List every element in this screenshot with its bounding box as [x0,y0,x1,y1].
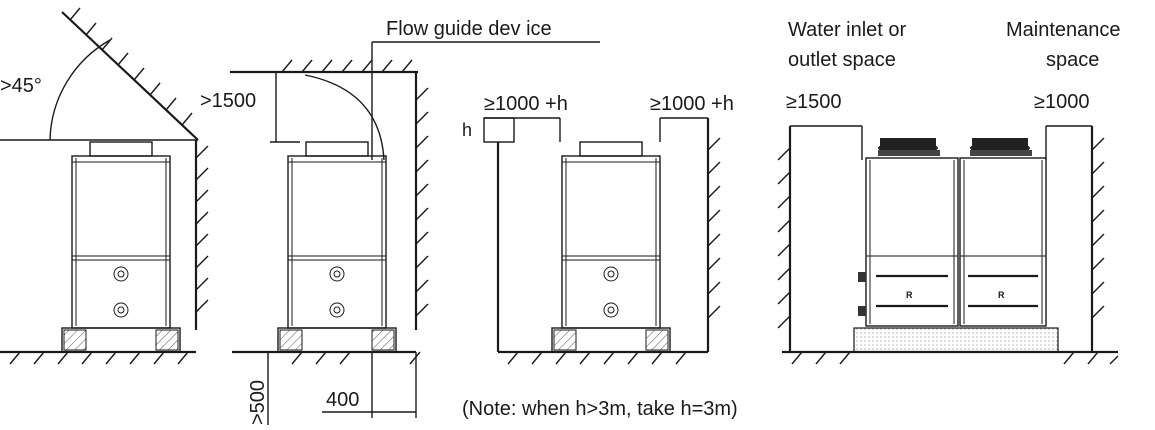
flow-guide-curve [304,74,385,161]
ground-2-hatching [291,351,421,365]
modular-base [853,327,1059,353]
heat-pump-unit-3 [561,141,661,329]
ground-1-hatching [9,351,189,365]
panel-sloped-roof: >45° [0,7,209,365]
modular-left-wall-hatching [777,147,791,329]
modular-unit-b: R [959,138,1047,327]
angle-arc [49,39,111,141]
modular-unit-a: R [858,138,959,327]
heat-pump-unit-2 [287,141,387,329]
base-2-block-right [371,329,395,351]
ground-4-hatching [791,351,1119,365]
clearance-left-label: ≥1000 +h [484,93,568,115]
ceiling-2-hatching [281,59,413,73]
bottom-clearance-label: >500 [247,380,269,425]
h-box [483,117,515,143]
water-inlet-label-line2: outlet space [788,49,896,71]
flow-guide-label: Flow guide dev ice [386,18,552,40]
modular-right-wall-hatching [1091,137,1105,319]
maintenance-label-line1: Maintenance [1006,19,1121,41]
clearance-1000-label: ≥1000 [1034,91,1089,113]
base-3-block-right [645,329,669,351]
unit-b-logo: R [998,290,1005,300]
panel-pit: h [462,93,734,365]
note-text: (Note: when h>3m, take h=3m) [462,398,738,420]
base-3-block-left [553,329,577,351]
panel-modular: Water inlet or outlet space Maintenance … [777,19,1121,365]
angle-label: >45° [0,75,42,97]
base-1-block-left [63,329,87,351]
right-wall-2-hatching [415,87,429,317]
side-clearance-label: 400 [326,389,359,411]
base-2-block-left [279,329,303,351]
maintenance-label-line2: space [1046,49,1099,71]
unit-a-logo: R [906,290,913,300]
roof-hatching [69,7,193,126]
base-1-block-right [155,329,179,351]
heat-pump-unit-1 [71,141,171,329]
clearance-1500-label: ≥1500 [786,91,841,113]
sloped-roof-line [61,11,199,141]
h-label: h [462,120,472,140]
right-wall-1-hatching [195,145,209,313]
top-clearance-label: >1500 [200,90,256,112]
panel-flow-guide: Flow guide dev ice >1500 >500 [200,18,600,425]
water-inlet-label-line1: Water inlet or [788,19,907,41]
ground-3-hatching [507,351,687,365]
clearance-right-label: ≥1000 +h [650,93,734,115]
pit-right-wall-hatching [707,137,721,319]
